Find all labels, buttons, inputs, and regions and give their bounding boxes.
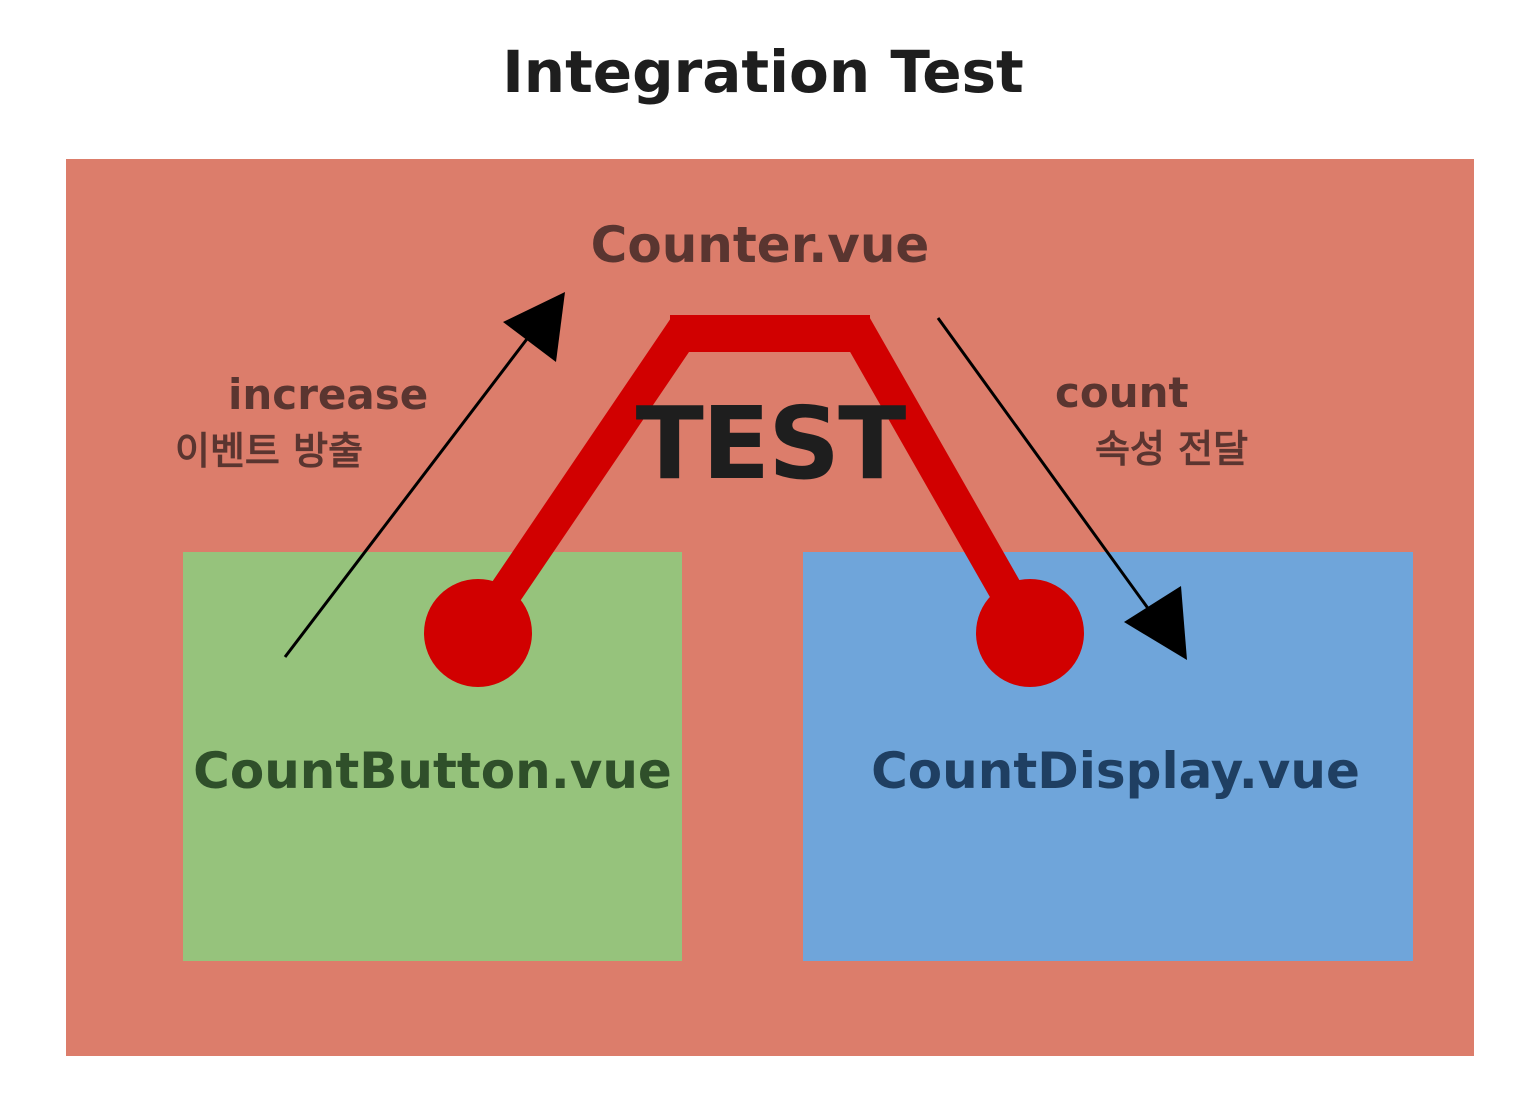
pass-prop-label: 속성 전달 bbox=[1095, 427, 1249, 471]
test-label: TEST bbox=[635, 385, 907, 502]
test-endpoint-left bbox=[424, 579, 532, 687]
emit-event-label: 이벤트 방출 bbox=[175, 429, 364, 473]
diagram-title: Integration Test bbox=[502, 38, 1024, 106]
emit-arrow-head bbox=[503, 292, 565, 362]
countdisplay-vue-box bbox=[803, 552, 1413, 961]
countbutton-vue-label: CountButton.vue bbox=[193, 742, 672, 800]
emit-arrow-line bbox=[283, 334, 532, 658]
count-label: count bbox=[1055, 368, 1189, 417]
prop-arrow-head bbox=[1124, 586, 1187, 660]
test-endpoint-right bbox=[976, 579, 1084, 687]
test-path-line bbox=[463, 318, 1045, 643]
countdisplay-vue-label: CountDisplay.vue bbox=[871, 742, 1360, 800]
increase-label: increase bbox=[228, 370, 429, 419]
counter-vue-label: Counter.vue bbox=[590, 216, 930, 274]
prop-arrow-line bbox=[936, 317, 1162, 626]
